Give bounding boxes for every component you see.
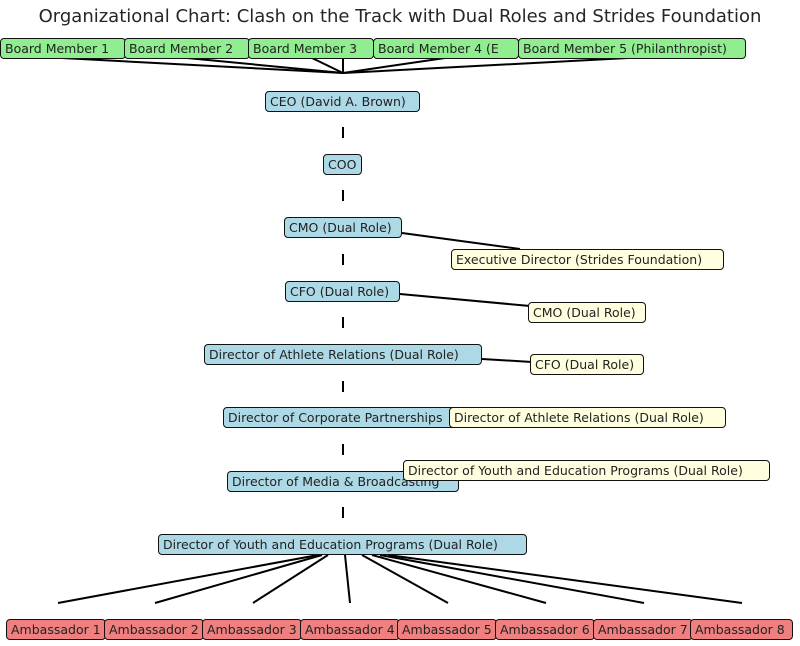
board-member-1: Board Member 1 bbox=[0, 38, 126, 59]
ceo-node: CEO (David A. Brown) bbox=[265, 91, 420, 112]
edge-amb7 bbox=[379, 554, 645, 604]
ambassador-2: Ambassador 2 bbox=[104, 619, 204, 640]
chart-title: Organizational Chart: Clash on the Track… bbox=[38, 6, 762, 27]
edge-amb2 bbox=[154, 554, 323, 604]
board-member-5: Board Member 5 (Philanthropist) bbox=[518, 38, 746, 59]
ambassador-3: Ambassador 3 bbox=[202, 619, 302, 640]
edge-board4b bbox=[342, 57, 446, 74]
edge-amb8 bbox=[387, 554, 743, 604]
foundation-executive-director: Executive Director (Strides Foundation) bbox=[451, 249, 724, 270]
edge-cmo-execdir bbox=[401, 232, 521, 250]
coo-node: COO bbox=[323, 154, 362, 175]
ambassador-1: Ambassador 1 bbox=[6, 619, 106, 640]
foundation-cfo: CFO (Dual Role) bbox=[530, 354, 644, 375]
youth-education-node: Director of Youth and Education Programs… bbox=[158, 534, 527, 555]
edge-athlete-foundation-cfo bbox=[481, 358, 533, 363]
cfo-node: CFO (Dual Role) bbox=[285, 281, 400, 302]
edge-amb6 bbox=[371, 554, 547, 604]
edge-board1 bbox=[61, 57, 344, 74]
foundation-cmo: CMO (Dual Role) bbox=[528, 302, 646, 323]
edge-amb1 bbox=[57, 554, 319, 604]
edge-amb3 bbox=[252, 554, 329, 604]
edge-board5 bbox=[342, 57, 629, 74]
media-broadcasting-node: Director of Media & Broadcasting bbox=[227, 471, 459, 492]
edge-board2 bbox=[186, 57, 344, 74]
corporate-partnerships-node: Director of Corporate Partnerships bbox=[223, 407, 463, 428]
ambassador-4: Ambassador 4 bbox=[300, 619, 400, 640]
cmo-node: CMO (Dual Role) bbox=[284, 217, 402, 238]
edge-amb5 bbox=[361, 554, 449, 604]
edge-cfo-foundation-cmo bbox=[399, 293, 531, 307]
edge-amb4 bbox=[344, 554, 351, 604]
foundation-athlete-relations: Director of Athlete Relations (Dual Role… bbox=[449, 407, 726, 428]
board-member-4: Board Member 4 (E bbox=[373, 38, 519, 59]
board-member-2: Board Member 2 bbox=[124, 38, 250, 59]
athlete-relations-node: Director of Athlete Relations (Dual Role… bbox=[204, 344, 482, 365]
edge-board3 bbox=[311, 57, 344, 74]
ambassador-7: Ambassador 7 bbox=[593, 619, 693, 640]
ambassador-5: Ambassador 5 bbox=[397, 619, 497, 640]
board-member-3: Board Member 3 bbox=[248, 38, 374, 59]
ambassador-6: Ambassador 6 bbox=[495, 619, 595, 640]
ambassador-8: Ambassador 8 bbox=[690, 619, 793, 640]
foundation-youth-education: Director of Youth and Education Programs… bbox=[403, 460, 770, 481]
